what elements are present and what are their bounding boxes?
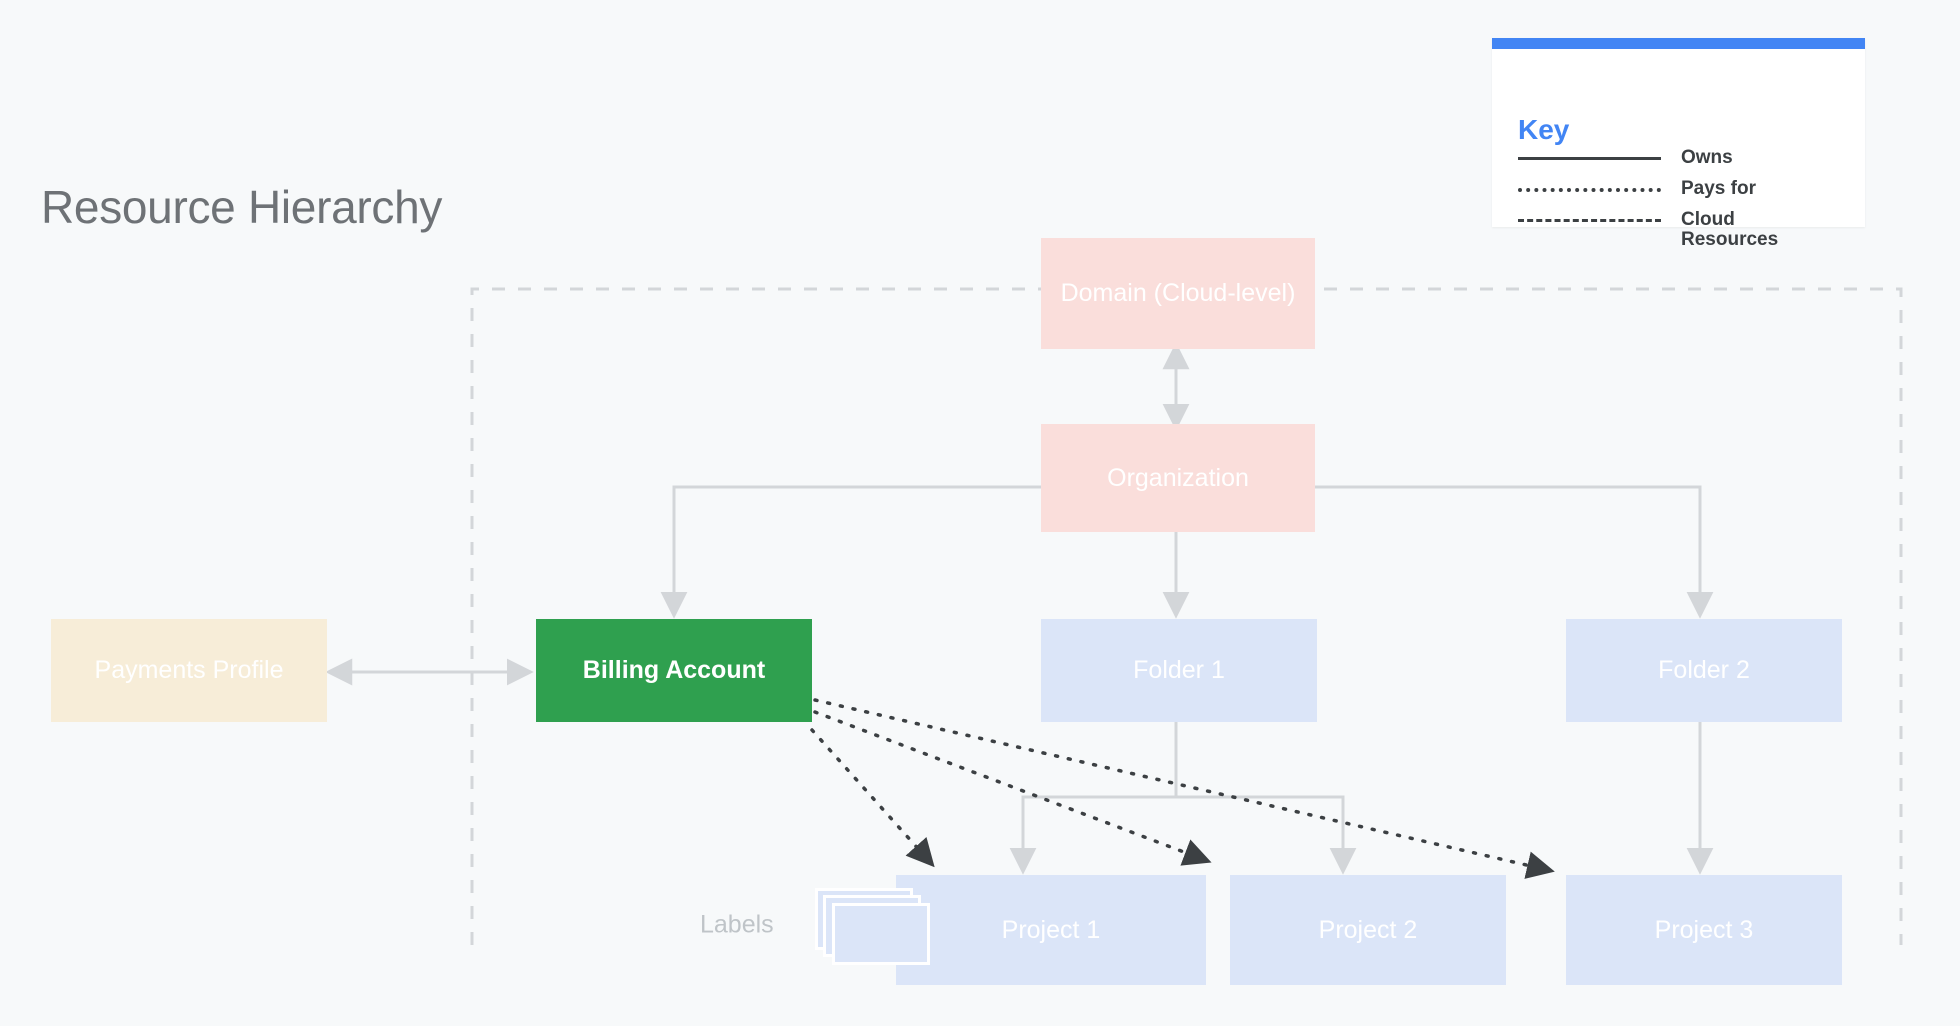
edge-organization-billing-account	[660, 485, 1047, 619]
edge-folder-1-project-1	[1009, 722, 1178, 875]
node-project-1[interactable]: Project 1	[896, 875, 1206, 985]
key-row-owns: Owns	[1518, 148, 1838, 170]
page-title: Resource Hierarchy	[41, 181, 443, 233]
key-row-pays-for: Pays for	[1518, 179, 1838, 201]
node-folder-1[interactable]: Folder 1	[1041, 619, 1317, 722]
node-organization[interactable]: Organization	[1041, 424, 1315, 532]
node-project-1-label: Project 1	[1001, 915, 1101, 944]
key-rows: Owns Pays for Cloud Resources	[1518, 148, 1838, 259]
key-label-cloud-resources: Cloud Resources	[1681, 209, 1779, 250]
node-domain-label: Domain (Cloud-level)	[1060, 279, 1296, 308]
key-swatch-solid-icon	[1518, 148, 1661, 170]
key-swatch-dashed-icon	[1518, 210, 1661, 232]
labels-stack-icon	[815, 888, 933, 968]
edge-billing-account-project-2	[813, 710, 1212, 866]
edge-folder-1-project-2	[1174, 722, 1357, 875]
node-payments-profile-label: Payments Profile	[94, 656, 284, 685]
node-organization-label: Organization	[1107, 463, 1249, 492]
node-project-3[interactable]: Project 3	[1566, 875, 1842, 985]
node-folder-1-label: Folder 1	[1133, 656, 1225, 685]
key-label-pays-for: Pays for	[1681, 178, 1756, 199]
node-project-3-label: Project 3	[1654, 915, 1754, 944]
node-folder-2-label: Folder 2	[1658, 656, 1750, 685]
cloud-resources-boundary	[470, 287, 1903, 945]
node-domain[interactable]: Domain (Cloud-level)	[1041, 238, 1315, 349]
key-accent-bar	[1492, 38, 1865, 49]
edge-billing-account-project-3	[813, 698, 1555, 879]
node-project-2-label: Project 2	[1318, 915, 1418, 944]
labels-caption: Labels	[700, 910, 774, 939]
key-label-owns: Owns	[1681, 147, 1733, 168]
edge-billing-account-project-1	[810, 728, 935, 868]
node-billing-account-label: Billing Account	[582, 656, 766, 685]
node-folder-2[interactable]: Folder 2	[1566, 619, 1842, 722]
labels-stack-sheet-front	[832, 903, 930, 965]
key-legend: Key Owns Pays for Cloud Resources	[1492, 38, 1865, 249]
key-row-cloud-resources: Cloud Resources	[1518, 210, 1838, 250]
node-project-2[interactable]: Project 2	[1230, 875, 1506, 985]
key-title: Key	[1518, 114, 1570, 145]
node-billing-account[interactable]: Billing Account	[536, 619, 812, 722]
node-payments-profile[interactable]: Payments Profile	[51, 619, 327, 722]
edge-organization-folder-2	[1315, 485, 1714, 619]
key-swatch-dotted-icon	[1518, 179, 1661, 201]
